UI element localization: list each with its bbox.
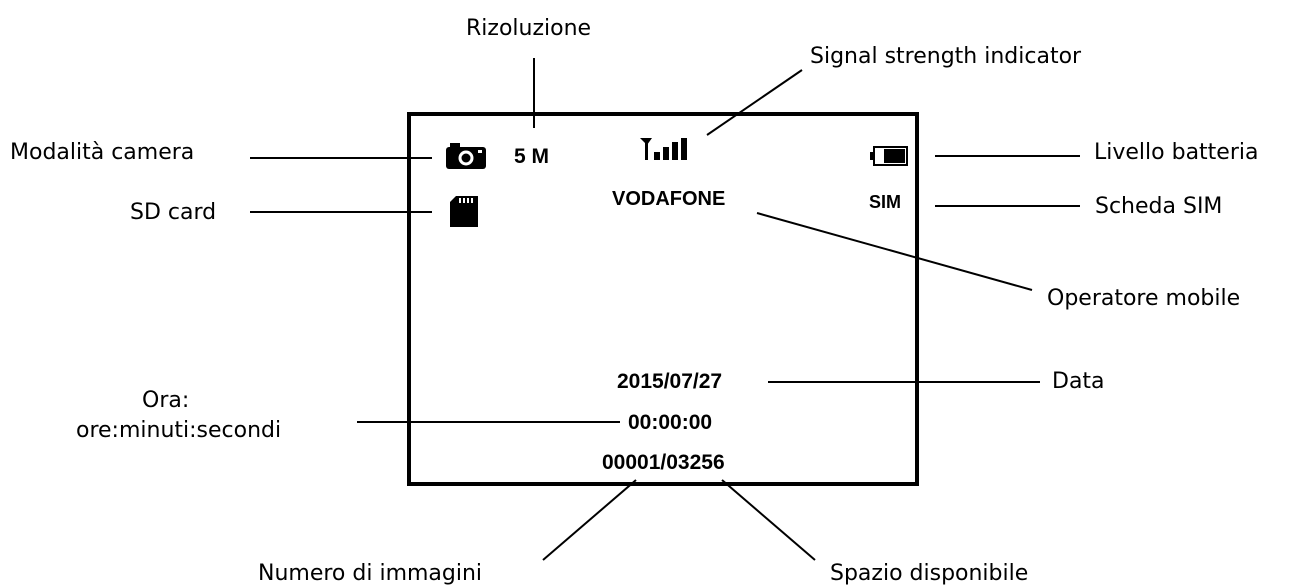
time-label-line1: Ora: (142, 388, 190, 413)
resolution-value: 5 M (514, 145, 550, 168)
operator-callout-line (756, 212, 1033, 291)
screen-frame (407, 112, 919, 486)
time-label-line2: ore:minuti:secondi (76, 418, 282, 443)
date-label: Data (1052, 369, 1105, 394)
operator-label: Operatore mobile (1047, 286, 1241, 311)
sim-indicator: SIM (869, 192, 902, 212)
free-space-label: Spazio disponibile (830, 561, 1029, 586)
image-count-label: Numero di immagini (258, 561, 483, 586)
free-space-callout-line (721, 479, 816, 561)
time-value: 00:00:00 (628, 411, 713, 434)
sim-card-label: Scheda SIM (1095, 194, 1223, 219)
date-value: 2015/07/27 (617, 370, 723, 393)
camera-mode-label: Modalità camera (10, 140, 195, 165)
battery-label: Livello batteria (1094, 140, 1259, 165)
signal-callout-line (706, 69, 803, 136)
image-counter: 00001/03256 (602, 451, 725, 474)
resolution-label: Rizoluzione (466, 16, 592, 41)
camera-icon (446, 143, 486, 169)
signal-label: Signal strength indicator (810, 44, 1082, 69)
sd-card-icon (450, 196, 478, 227)
signal-strength-icon (640, 138, 687, 160)
sd-card-label: SD card (130, 200, 217, 225)
image-count-callout-line (542, 479, 637, 561)
battery-icon (870, 146, 908, 166)
operator-name: VODAFONE (612, 188, 726, 210)
